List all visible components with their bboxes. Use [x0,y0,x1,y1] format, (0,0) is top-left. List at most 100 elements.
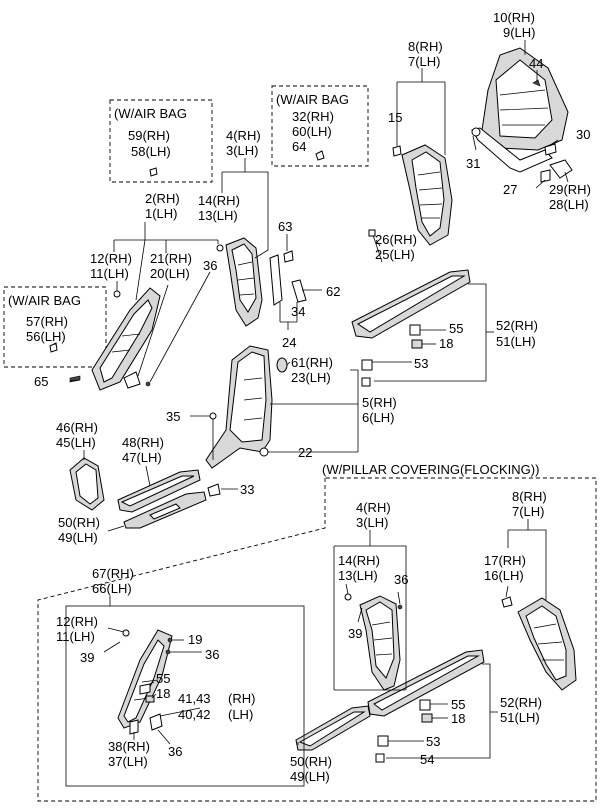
screw-36-part [145,381,151,387]
leader-lines [54,40,569,787]
callout-36: 36 [203,258,217,273]
covered-b-pillar-part [359,595,401,691]
callout-11: 11(LH) [90,266,129,281]
callout-52: 52(RH) [496,318,538,333]
lower-trim-bracket-part [471,127,553,173]
callout-66: 66(LH) [92,581,132,596]
clip-18b-part [145,695,155,703]
callout-36-lower: 36 [168,744,182,759]
screw-35-part [209,412,217,420]
callout-37: 37(LH) [108,754,148,769]
callout-50: 50(RH) [58,515,100,530]
callout-51: 51(LH) [496,334,536,349]
front-sill-plate-part [117,469,201,513]
callout-60: 60(LH) [292,124,332,139]
callout-56: 56(LH) [26,329,66,344]
callout-16: 16(LH) [484,568,524,583]
callout-62: 62 [326,284,340,299]
callout-2: 2(RH) [145,191,180,206]
callout-55-pillar: 55 [156,671,170,686]
covered-c-pillar-part [517,597,577,691]
callout-55-covering: 55 [451,697,465,712]
rear-sill-plate-part [351,269,471,339]
callout-53-covering: 53 [426,734,440,749]
callout-14: 14(RH) [198,193,240,208]
clip-15-part [392,145,402,157]
callout-51-covering: 51(LH) [500,710,540,725]
callout-58: 58(LH) [131,144,171,159]
clip-53b-part [361,377,371,387]
callout-65: 65 [34,374,48,389]
clip-17-part [501,596,513,608]
clip-61-part [276,357,288,373]
callout-5: 5(RH) [362,395,397,410]
screw-36c-part [165,649,171,655]
clip-56-part [49,342,58,353]
callout-36-pillar: 36 [205,647,219,662]
callout-12-covering: 12(RH) [56,614,98,629]
callout-15: 15 [388,110,402,125]
callout-10: 10(RH) [493,10,535,25]
callout-52-covering: 52(RH) [500,695,542,710]
clip-40-part [149,713,163,731]
callout-13: 13(LH) [198,208,238,223]
clip-14-part [216,244,224,252]
callout-9: 9(LH) [503,25,536,40]
clip-55c-part [419,699,431,711]
callout-22: 22 [298,445,312,460]
callout-49: 49(LH) [58,530,98,545]
callout-18: 18 [439,336,453,351]
pillar-covering-boundary [37,477,597,802]
screw-36b-part [397,604,403,610]
clip-53-part [361,359,373,371]
callout-11-covering: 11(LH) [56,629,95,644]
clip-12-part [113,290,121,298]
clip-21-part [123,371,141,389]
clip-29-part [549,159,573,179]
airbag-label-3: (W/AIR BAG [8,293,81,308]
strap-26-end [368,229,376,237]
callout-57: 57(RH) [26,314,68,329]
callout-34: 34 [291,304,305,319]
callout-25: 25(LH) [375,247,415,262]
covered-rear-sill-part [367,649,485,717]
callout-30: 30 [576,127,590,142]
callout-39-covering: 39 [348,626,362,641]
callout-44: 44 [529,56,543,71]
callout-29: 29(RH) [549,182,591,197]
callout-45: 45(LH) [56,435,96,450]
c-pillar-trim-part [401,144,453,246]
screw-19-part [167,637,173,643]
clip-14b-part [344,593,352,601]
clip-55-part [409,324,421,336]
clip-22-part [259,447,269,457]
b-pillar-upper-trim-part [225,237,263,327]
callout-17: 17(RH) [484,553,526,568]
clip-55b-part [139,683,151,695]
callout-49-covering: 49(LH) [290,769,330,784]
clip-27-part [540,169,551,183]
callout-8: 8(RH) [408,39,443,54]
callout-27: 27 [503,182,517,197]
front-scuff-plate-part [123,491,207,529]
callout-55: 55 [449,321,463,336]
bracket-24-part [269,254,283,306]
airbag-label-1: (W/AIR BAG [114,106,187,121]
callout-6: 6(LH) [362,410,395,425]
callout-24: 24 [282,335,296,350]
covered-a-pillar-part [117,629,173,729]
callout-67: 67(RH) [92,566,134,581]
callout-rh: (RH) [228,691,255,706]
callout-20: 20(LH) [150,266,190,281]
callout-32: 32(RH) [292,109,334,124]
callout-14-covering: 14(RH) [338,553,380,568]
screw-44-part [532,79,541,87]
callout-33: 33 [240,482,254,497]
callout-28: 28(LH) [549,197,589,212]
clip-64-part [315,150,325,161]
callout-7-covering: 7(LH) [512,504,545,519]
clip-62-part [291,279,307,303]
callout-1: 1(LH) [145,206,178,221]
